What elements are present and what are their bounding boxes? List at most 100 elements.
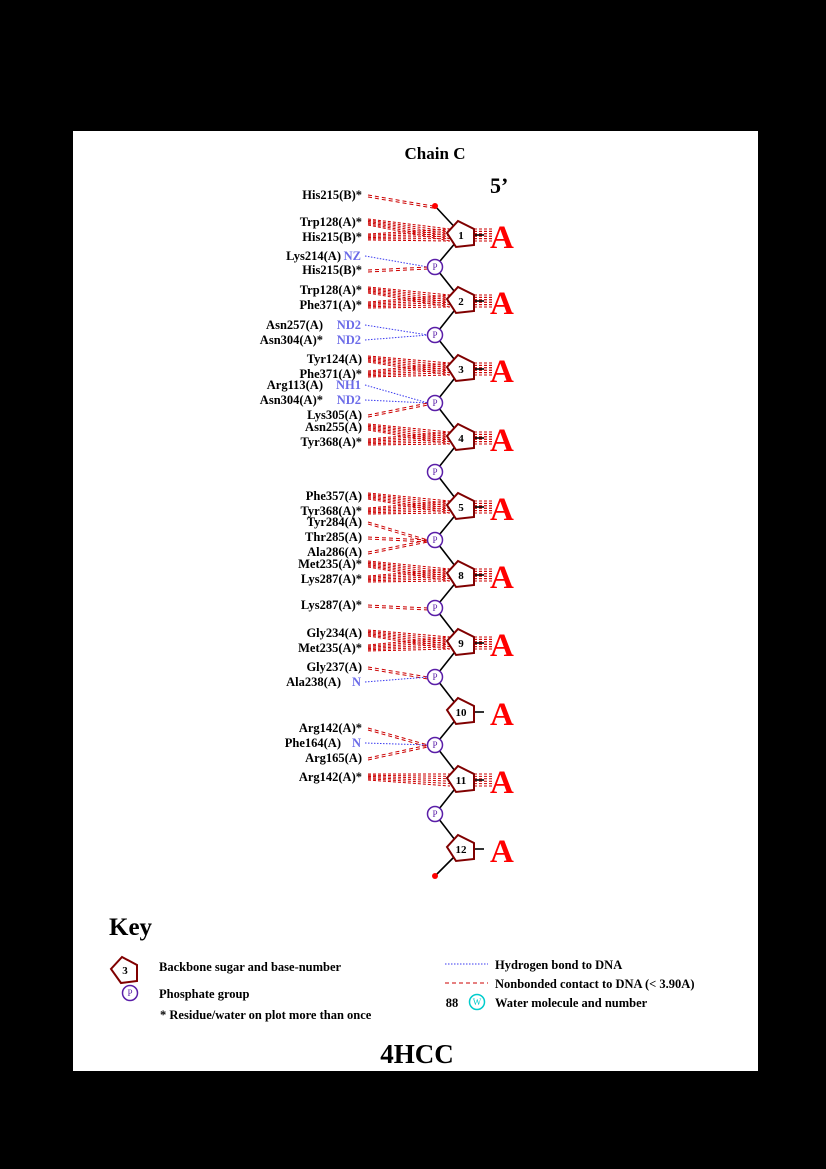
nonbonded-contact (367, 646, 451, 651)
residue-trp128a: Trp128(A)* (300, 283, 362, 297)
residue-his215b: His215(B)* (302, 230, 362, 244)
nonbonded-contact (367, 570, 451, 578)
nonbonded-contact (367, 636, 451, 646)
residue-tyr368a: Tyr368(A)* (300, 435, 362, 449)
nonbonded-contact (367, 222, 451, 237)
residue-label: Gly237(A) (306, 660, 362, 674)
residue-label: Tyr368(A)* (300, 504, 362, 518)
nonbonded-contact (367, 630, 451, 640)
nonbonded-contact (367, 362, 451, 372)
nonbonded-contact (367, 424, 451, 435)
nonbonded-contact (367, 436, 451, 442)
contact-lines (364, 194, 492, 787)
residue-label: Gly234(A) (306, 626, 362, 640)
phosphate-letter: P (432, 809, 437, 819)
nonbonded-contact (367, 604, 429, 609)
nonbonded-contact (367, 423, 451, 433)
residue-labels: His215(B)*Trp128(A)*His215(B)*NZLys214(A… (260, 188, 362, 784)
residue-label: Trp128(A)* (300, 283, 362, 297)
nonbonded-contact (367, 306, 451, 309)
key-sugar-text: Backbone sugar and base-number (159, 960, 342, 974)
sugar-pentagon (445, 627, 475, 657)
phosphate-2: P (426, 326, 444, 344)
nonbonded-contact (367, 505, 451, 511)
residue-phe371a: Phe371(A)* (300, 367, 363, 381)
nonbonded-contact (367, 606, 429, 611)
nonbonded-contact (367, 777, 451, 782)
nonbonded-contact (367, 296, 451, 304)
residue-lys305a: Lys305(A) (307, 408, 362, 422)
sugar-pentagon (445, 219, 475, 249)
residue-label: Arg165(A) (305, 751, 362, 765)
nonbonded-contact (367, 433, 451, 441)
base-letter: A (490, 220, 514, 256)
base-letter: A (490, 354, 514, 390)
nonbonded-contact (367, 219, 451, 232)
residue-thr285a: Thr285(A) (305, 530, 362, 544)
nonbonded-contact (367, 744, 429, 759)
base-letter: A (490, 423, 514, 459)
nonbonded-contact (367, 194, 434, 207)
nonbonded-contact (367, 643, 451, 650)
nonbonded-contact (367, 648, 451, 652)
residue-asn255a: Asn255(A) (305, 420, 362, 434)
key-water-letter: W (473, 997, 482, 1007)
nonbonded-contact (367, 729, 429, 748)
nonbonded-contact (367, 235, 451, 239)
nonbonded-contact (367, 441, 451, 445)
residue-his215b: His215(B)* (302, 263, 362, 277)
base-letter: A (490, 492, 514, 528)
nonbonded-contact (367, 287, 451, 298)
base-letter: A (490, 834, 514, 870)
nonbonded-contact (367, 580, 451, 583)
nonbonded-contact (367, 301, 451, 307)
phosphate-letter: P (432, 672, 437, 682)
nonbonded-contact (367, 633, 451, 645)
residue-arg142a: Arg142(A)* (299, 721, 362, 735)
residue-gly237a: Gly237(A) (306, 660, 362, 674)
nonbonded-contact (367, 374, 451, 378)
phosphate-1: P (426, 258, 444, 276)
hydrogen-bond (364, 255, 429, 268)
residue-label: Asn304(A)* (260, 393, 323, 407)
sugar-pentagon (445, 491, 475, 521)
nonbonded-contact (367, 239, 451, 242)
nonbonded-contact (367, 638, 451, 647)
residue-label: Phe371(A)* (300, 298, 363, 312)
nonbonded-contact (367, 438, 451, 444)
residue-his215b: His215(B)* (302, 188, 362, 202)
hydrogen-bond (364, 334, 429, 341)
nonbonded-contact (367, 369, 451, 376)
base-letter: A (490, 697, 514, 733)
nonbonded-contact (367, 493, 451, 504)
nonbonded-contact (367, 357, 451, 369)
residue-label: Tyr124(A) (307, 352, 362, 366)
phosphate-letter: P (432, 603, 437, 613)
nonbonded-contact (367, 431, 451, 440)
nonbonded-contact (367, 427, 451, 440)
key-phosphate-text: Phosphate group (159, 987, 249, 1001)
base-number: 3 (458, 364, 464, 376)
residue-label: Lys305(A) (307, 408, 362, 422)
nonbonded-contact (367, 539, 429, 553)
nonbonded-contact (367, 631, 451, 643)
nonbonded-contact (367, 496, 451, 509)
residue-label: Tyr284(A) (307, 515, 362, 529)
nonbonded-contact (367, 578, 451, 582)
residue-phe371a: Phe371(A)* (300, 298, 363, 312)
terminal-atom-top (432, 203, 438, 209)
phosphate-letter: P (432, 535, 437, 545)
key-sugar-number: 3 (122, 965, 128, 977)
sugar-pentagon (445, 422, 475, 452)
base-number: 11 (456, 775, 466, 787)
nonbonded-contact (367, 494, 451, 507)
nonbonded-contact (367, 288, 451, 301)
residue-label: Lys214(A) (286, 249, 341, 263)
key-water-symbol: W (468, 993, 486, 1011)
key-phosphate-letter: P (127, 988, 132, 998)
